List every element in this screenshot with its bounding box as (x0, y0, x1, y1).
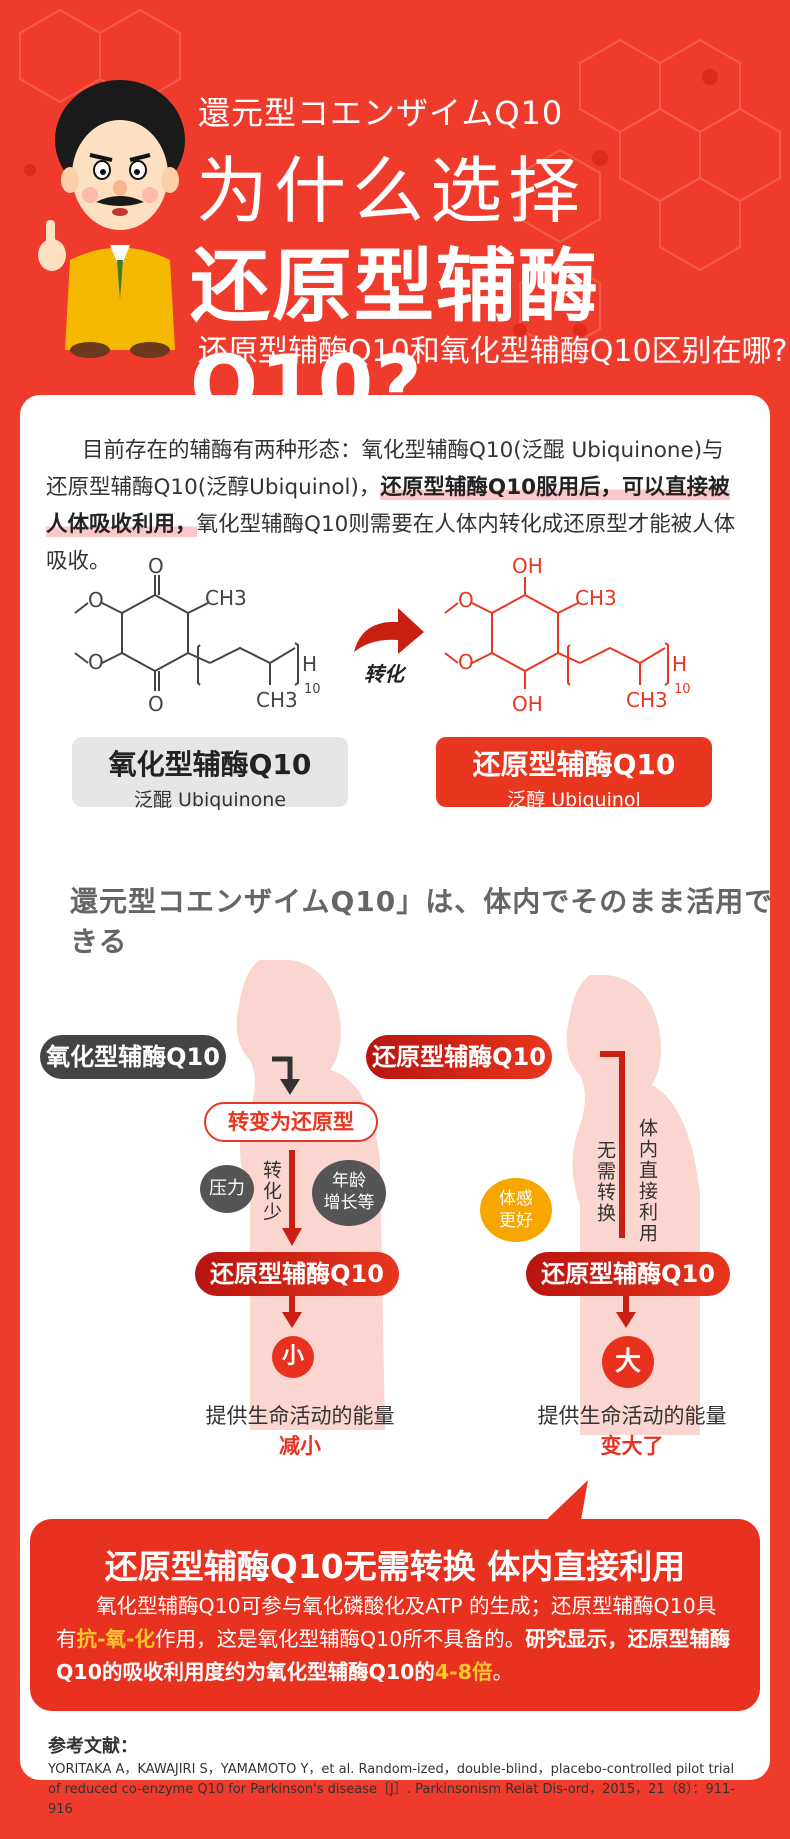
svg-text:O: O (88, 650, 104, 674)
reduced-label-sub: 泛醇 Ubiquinol (507, 789, 641, 811)
ubiquinol-ch3-bottom: CH3 (626, 688, 668, 712)
intro-paragraph: 目前存在的辅酶有两种形态：氧化型辅酶Q10(泛醌 Ubiquinone)与还原型… (46, 432, 736, 580)
right-direct-use-label: 体内直接利用 (636, 1118, 658, 1244)
page-bottom-edge-right (734, 1815, 742, 1839)
page-bottom-edge-left (48, 1815, 56, 1839)
ubiquinol-n: 10 (674, 682, 691, 697)
ubiquinone-structure: O O O O CH3 CH3 H 10 (74, 555, 321, 715)
right-caption-line1: 提供生命活动的能量 (537, 1404, 727, 1428)
ubiquinone-ch3-bottom: CH3 (256, 688, 298, 712)
ubiquinol-oh-bottom: OH (512, 692, 543, 715)
conversion-arrow-icon (354, 608, 424, 654)
ubiquinone-ch3: CH3 (205, 586, 247, 610)
reduced-label-main: 还原型辅酶Q10 (472, 748, 676, 781)
ubiquinol-h: H (672, 652, 687, 676)
ubiquinone-o-bottom: O (148, 692, 164, 715)
left-arrow-down-icon-1 (272, 1056, 300, 1095)
references-text: YORITAKA A，KAWAJIRI S，YAMAMOTO Y，et al. … (48, 1762, 735, 1817)
age-bubble: 年龄 增长等 (312, 1160, 386, 1226)
summary-title: 还原型辅酶Q10无需转换 体内直接利用 (104, 1547, 686, 1586)
age-bubble-line1: 年龄 (332, 1171, 366, 1191)
summary-end: 。 (492, 1660, 513, 1684)
right-arrow-down-icon (616, 1296, 636, 1328)
ubiquinone-o-top: O (148, 555, 164, 578)
right-body-silhouette (566, 975, 700, 1435)
left-end-pill: 还原型辅酶Q10 (195, 1252, 399, 1296)
svg-text:O: O (458, 588, 474, 612)
oxidized-label-main: 氧化型辅酶Q10 (108, 748, 312, 781)
small-circle-badge: 小 (272, 1336, 314, 1378)
speech-tail (540, 1480, 588, 1526)
references-title: 参考文献： (48, 1736, 138, 1757)
right-end-pill: 还原型辅酶Q10 (526, 1252, 730, 1296)
left-red-arrow-icon (282, 1150, 302, 1246)
right-start-pill: 还原型辅酶Q10 (366, 1035, 552, 1079)
small-circle-label: 小 (281, 1344, 304, 1369)
large-circle-label: 大 (614, 1347, 641, 1377)
left-start-pill: 氧化型辅酶Q10 (40, 1035, 226, 1079)
left-caption-line2: 减小 (279, 1434, 321, 1458)
age-bubble-line2: 增长等 (323, 1193, 375, 1213)
intro-text-2: 氧化型辅酶Q10则需要在人体内转化成还原型才能被人体吸收。 (46, 512, 736, 574)
summary-multiplier: 4-8倍 (434, 1660, 493, 1684)
summary-text-1: 氧化型辅酶Q10可参与氧化磷酸化及ATP 的生成；还原型辅酶Q10具有 (56, 1594, 717, 1651)
stress-bubble: 压力 (200, 1165, 254, 1213)
header-subtitle-jp: 還元型コエンザイムQ10 (198, 94, 564, 132)
right-caption-line2: 变大了 (600, 1434, 664, 1458)
left-caption-line1: 提供生命活动的能量 (205, 1404, 395, 1428)
header-question: 还原型辅酶Q10和氧化型辅酶Q10区别在哪? (198, 334, 788, 369)
reduced-label-box: 还原型辅酶Q10 泛醇 Ubiquinol (436, 737, 712, 811)
svg-text:O: O (458, 650, 474, 674)
summary-antioxidant: 抗-氧-化 (76, 1627, 156, 1651)
conversion-label: 转化 (364, 662, 404, 686)
cartoon-doctor-illustration (38, 80, 185, 358)
feel-better-line1: 体感 (499, 1189, 533, 1209)
oxidized-label-sub: 泛醌 Ubiquinone (133, 789, 287, 811)
ubiquinone-n: 10 (304, 682, 321, 697)
hexagon-pattern-bg (19, 8, 781, 354)
left-body-silhouette (236, 960, 385, 1430)
intro-text-1: 目前存在的辅酶有两种形态：氧化型辅酶Q10(泛醌 Ubiquinone)与还原型… (46, 438, 724, 500)
ubiquinol-ch3: CH3 (575, 586, 617, 610)
ubiquinone-h: H (302, 652, 317, 676)
ubiquinol-structure: OH OH O O CH3 CH3 H 10 (444, 555, 691, 715)
less-conversion-label: 转化少 (260, 1160, 282, 1223)
stress-bubble-label: 压力 (209, 1178, 245, 1199)
header-title-line1: 为什么选择 (196, 149, 587, 233)
summary-research: 研究显示，还原型辅酶Q10的吸收利用度约为氧化型辅酶Q10的 (56, 1627, 731, 1684)
oxidized-label-box: 氧化型辅酶Q10 泛醌 Ubiquinone (72, 737, 348, 811)
convert-pill: 转变为还原型 (204, 1102, 378, 1142)
large-circle-badge: 大 (602, 1336, 654, 1388)
ubiquinol-oh-top: OH (512, 555, 543, 578)
summary-text: 氧化型辅酶Q10可参与氧化磷酸化及ATP 的生成；还原型辅酶Q10具有抗-氧-化… (56, 1590, 736, 1689)
feel-better-line2: 更好 (499, 1211, 533, 1231)
svg-text:O: O (88, 588, 104, 612)
right-red-long-arrow-icon (600, 1051, 625, 1238)
summary-text-3: 作用，这是氧化型辅酶Q10所不具备的。 (155, 1627, 526, 1651)
left-arrow-down-icon-2 (282, 1296, 302, 1328)
jp-statement: 還元型コエンザイムQ10」は、体内でそのまま活用できる (70, 885, 774, 958)
summary-box (30, 1519, 760, 1711)
feel-better-bubble: 体感 更好 (480, 1178, 552, 1242)
right-no-convert-label: 无需转换 (594, 1140, 616, 1224)
